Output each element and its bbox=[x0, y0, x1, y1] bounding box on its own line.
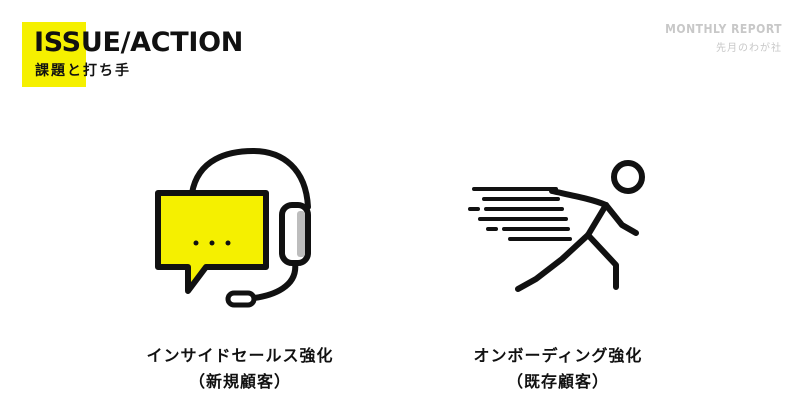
title-highlight bbox=[22, 22, 86, 87]
item-subtitle: （既存顧客） bbox=[506, 372, 609, 391]
item-subtitle: （新規顧客） bbox=[188, 372, 291, 391]
item-inside-sales: インサイドセールス強化 （新規顧客） bbox=[100, 343, 380, 395]
header: ISSUE/ACTION 課題と打ち手 bbox=[22, 22, 244, 87]
report-title: MONTHLY REPORT bbox=[665, 22, 782, 36]
headset-chat-icon bbox=[148, 145, 328, 319]
item-title: インサイドセールス強化 bbox=[146, 346, 334, 365]
report-label: MONTHLY REPORT 先月のわが社 bbox=[665, 22, 782, 54]
page-subtitle: 課題と打ち手 bbox=[35, 63, 131, 79]
report-subtitle: 先月のわが社 bbox=[716, 43, 782, 54]
item-title: オンボーディング強化 bbox=[473, 346, 643, 365]
page-title: ISSUE/ACTION bbox=[34, 27, 244, 58]
running-person-icon bbox=[466, 155, 666, 309]
item-onboarding: オンボーディング強化 （既存顧客） bbox=[418, 343, 698, 395]
